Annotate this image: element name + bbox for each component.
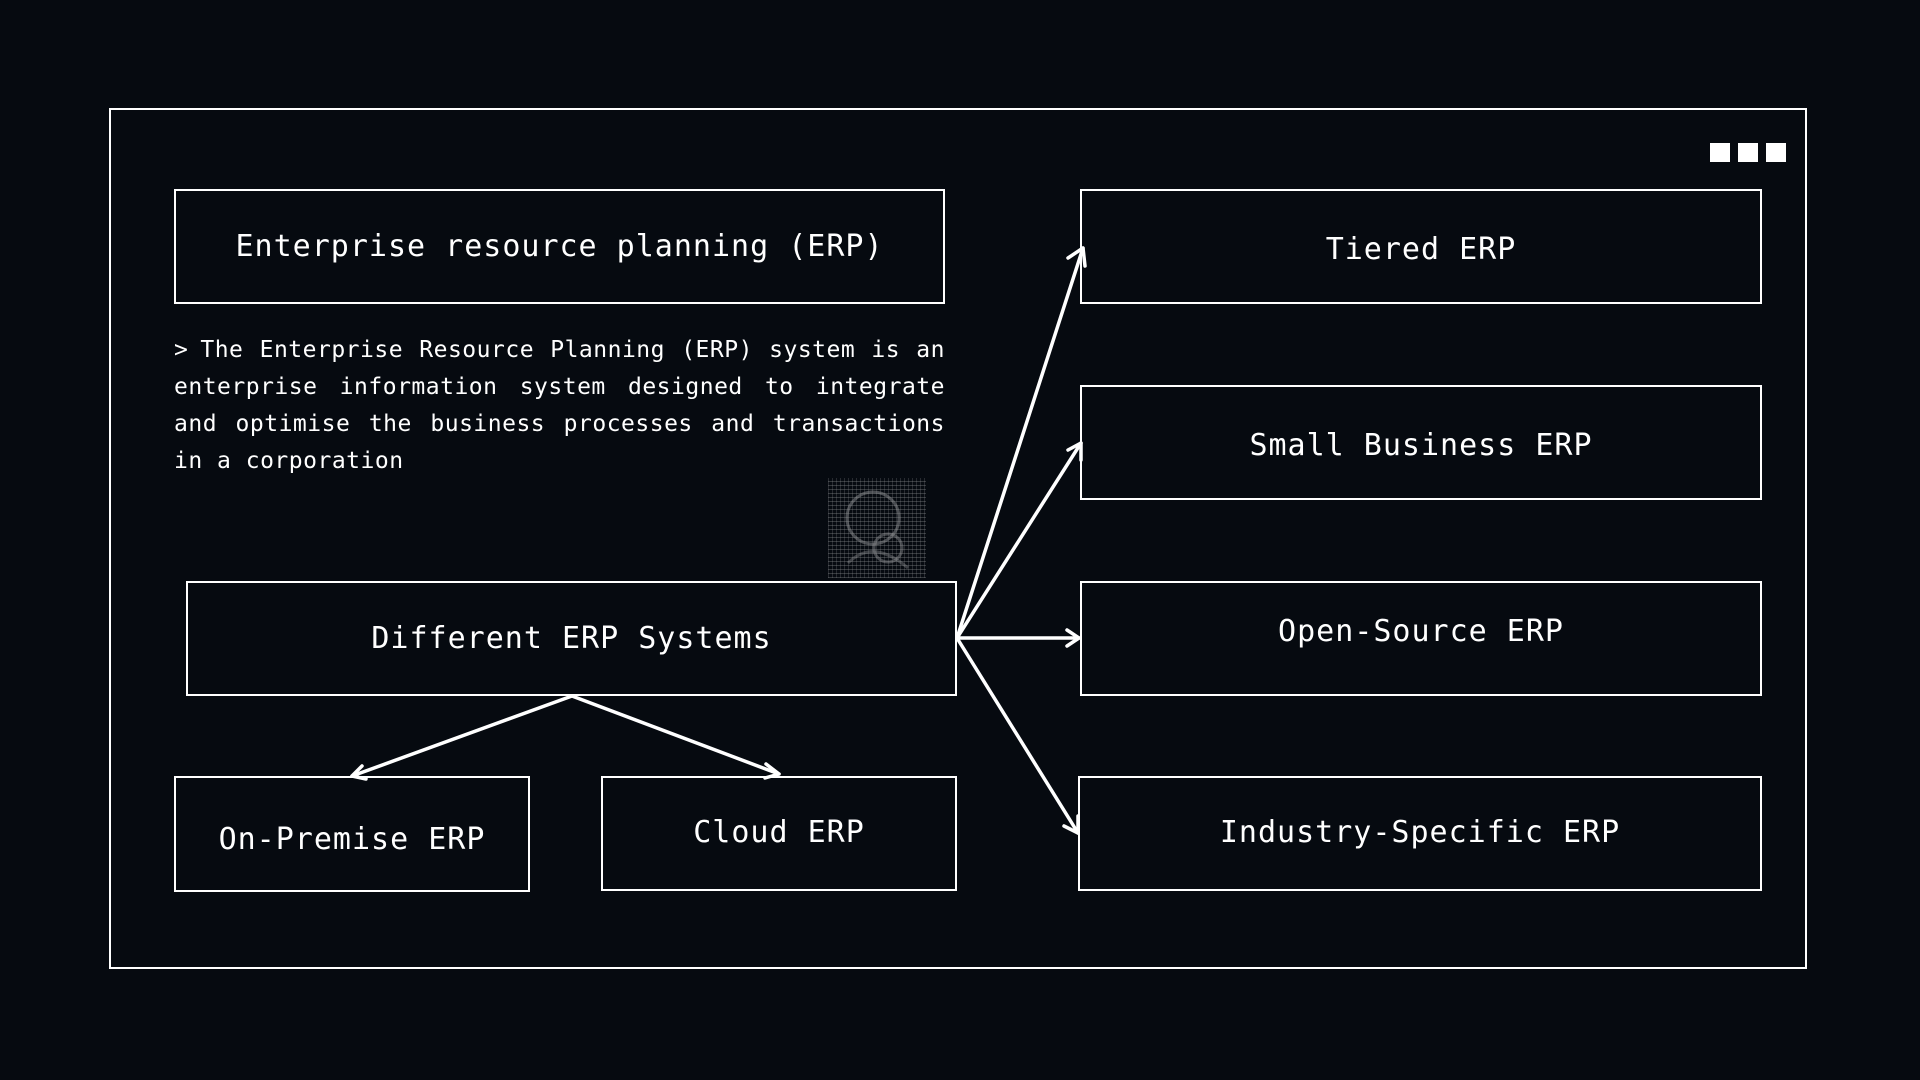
window-controls [1710,143,1786,162]
deployment-box-label: Cloud ERP [693,815,865,850]
square-dot-icon [1766,143,1786,162]
diagram-frame [109,108,1807,969]
description-text: The Enterprise Resource Planning (ERP) s… [174,337,945,474]
type-box-label: Small Business ERP [1249,428,1593,463]
halftone-pattern-icon [828,478,926,578]
caret-icon: > [174,337,189,363]
center-box-label: Different ERP Systems [371,621,772,656]
type-box-open-source: Open-Source ERP [1080,581,1762,696]
deployment-box-on-premise: On-Premise ERP [174,776,530,892]
type-box-label: Tiered ERP [1325,232,1517,267]
center-box: Different ERP Systems [186,581,957,696]
type-box-tiered: Tiered ERP [1080,189,1762,304]
type-box-label: Industry-Specific ERP [1219,815,1621,850]
type-box-industry-specific: Industry-Specific ERP [1078,776,1762,891]
deployment-box-label: On-Premise ERP [218,821,486,857]
title-box: Enterprise resource planning (ERP) [174,189,945,304]
description: >The Enterprise Resource Planning (ERP) … [174,332,945,480]
type-box-small-business: Small Business ERP [1080,385,1762,500]
square-dot-icon [1710,143,1730,162]
title-box-label: Enterprise resource planning (ERP) [235,229,884,264]
square-dot-icon [1738,143,1758,162]
type-box-label: Open-Source ERP [1278,614,1564,649]
deployment-box-cloud: Cloud ERP [601,776,957,891]
